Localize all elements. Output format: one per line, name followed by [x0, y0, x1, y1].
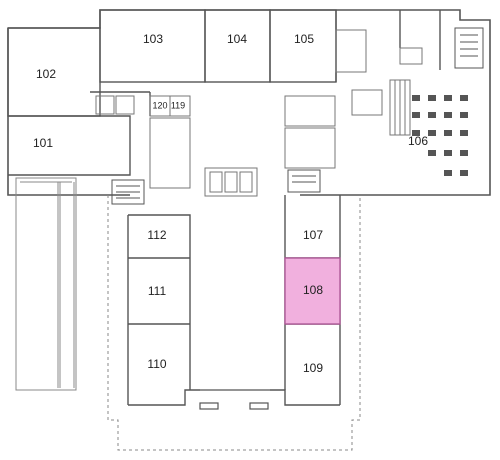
room-108-label: 108 [303, 283, 323, 297]
room-119-label: 119 [171, 100, 185, 110]
room-109-label: 109 [303, 361, 323, 375]
south-entry [199, 389, 270, 410]
cafeteria-tables [412, 95, 468, 176]
room-labels: 102 101 103 104 105 106 107 108 109 110 … [33, 32, 428, 375]
room-104-label: 104 [227, 32, 247, 46]
south-west-rooms [127, 214, 200, 406]
room-112-label: 112 [147, 228, 166, 242]
room-102-label: 102 [36, 67, 56, 81]
west-walkway [15, 177, 77, 391]
stairs [111, 27, 484, 205]
room-108-highlight[interactable] [284, 257, 341, 325]
room-101-label: 101 [33, 136, 53, 150]
room-103-label: 103 [143, 32, 163, 46]
room-120-label: 120 [152, 100, 167, 110]
room-111-label: 111 [148, 284, 167, 298]
columns [204, 167, 258, 197]
room-105-label: 105 [294, 32, 314, 46]
courtyard-boundary [107, 195, 361, 451]
service-rooms [95, 29, 423, 189]
serving-counter [389, 79, 411, 136]
exterior-walls [7, 9, 491, 196]
room-106-label: 106 [408, 134, 428, 148]
west-wing [7, 27, 151, 176]
room-110-label: 110 [147, 357, 166, 371]
room-107-label: 107 [303, 228, 323, 242]
